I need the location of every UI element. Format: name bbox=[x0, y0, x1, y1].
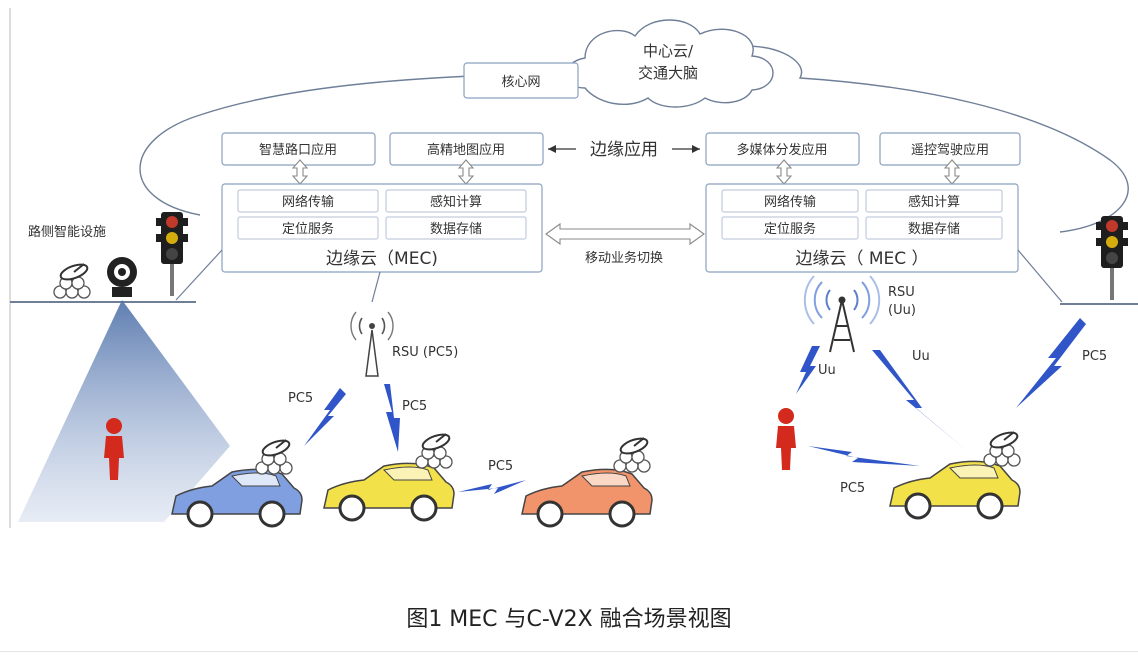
rsu-left-label: RSU (PC5) bbox=[392, 345, 458, 360]
bolt-traffic-light-car bbox=[1016, 318, 1086, 408]
app-multimedia-label: 多媒体分发应用 bbox=[736, 142, 827, 158]
bottom-divider bbox=[0, 651, 1138, 652]
mec-left-positioning-box bbox=[237, 216, 379, 240]
mec-left-network: 网络传输 bbox=[282, 194, 334, 210]
mec-right-sensing-box bbox=[865, 189, 1003, 213]
roadside-sensor-icon bbox=[53, 260, 91, 299]
traffic-light-right-icon bbox=[1096, 216, 1128, 300]
car-yellow-2-icon bbox=[889, 460, 1021, 520]
figure-caption: 图1 MEC 与C-V2X 融合场景视图 bbox=[406, 607, 732, 632]
pc5-label-3: PC5 bbox=[488, 459, 513, 474]
bolt-rsu-yellow-car bbox=[384, 384, 400, 452]
car-orange-icon bbox=[521, 468, 653, 528]
pc5-label-2: PC5 bbox=[402, 399, 427, 414]
uu-label-2: Uu bbox=[912, 349, 930, 364]
central-cloud-line1: 中心云/ bbox=[643, 42, 694, 60]
mec-left-network-box bbox=[237, 189, 379, 213]
rsu-right-icon bbox=[803, 275, 881, 353]
rsu-right-label-line1: RSU bbox=[888, 285, 915, 300]
app-remote-driving-label: 遥控驾驶应用 bbox=[911, 142, 989, 158]
uu-label-1: Uu bbox=[818, 363, 836, 378]
person-right-icon bbox=[776, 408, 796, 470]
mec-right-positioning-box bbox=[721, 216, 859, 240]
pc5-label-5: PC5 bbox=[840, 481, 865, 496]
mec-left-title: 边缘云（MEC) bbox=[326, 249, 438, 269]
app-hd-map-label: 高精地图应用 bbox=[427, 142, 505, 158]
mec-right-title: 边缘云（ MEC ） bbox=[795, 249, 928, 269]
pc5-label-1: PC5 bbox=[288, 391, 313, 406]
person-left-icon bbox=[104, 418, 124, 480]
app-to-mec-arrows bbox=[291, 159, 961, 185]
car-yellow-2-sensor-icon bbox=[983, 428, 1021, 467]
edge-apps-label: 边缘应用 bbox=[590, 140, 658, 160]
camera-view-cone bbox=[18, 300, 230, 522]
roadside-facility-label: 路侧智能设施 bbox=[28, 224, 106, 240]
bolt-car-to-car bbox=[458, 480, 526, 494]
mec-left-link-roadside bbox=[175, 249, 223, 301]
core-network-box bbox=[463, 62, 579, 99]
car-yellow-1-icon bbox=[323, 462, 455, 522]
service-switch-arrow bbox=[545, 222, 705, 246]
mec-left-positioning: 定位服务 bbox=[282, 221, 334, 237]
service-switch-label: 移动业务切换 bbox=[585, 250, 663, 266]
car-yellow-1-sensor-icon bbox=[415, 430, 453, 469]
mec-right-network-box bbox=[721, 189, 859, 213]
mec-right-storage: 数据存储 bbox=[908, 222, 960, 237]
core-network-label: 核心网 bbox=[501, 75, 540, 90]
app-smart-intersection-label: 智慧路口应用 bbox=[259, 142, 337, 158]
roadside-camera-icon bbox=[107, 257, 137, 297]
bolt-rsu-blue-car bbox=[304, 388, 346, 446]
central-cloud-line2: 交通大脑 bbox=[638, 64, 698, 82]
mec-right-network: 网络传输 bbox=[764, 194, 816, 210]
mec-left-sensing-box bbox=[385, 189, 527, 213]
bolt-rsu-right-person bbox=[796, 346, 820, 394]
mec-left-storage: 数据存储 bbox=[430, 222, 482, 237]
edge-apps-arrowhead-right bbox=[692, 145, 700, 153]
traffic-light-left-icon bbox=[156, 212, 188, 296]
rsu-right-label-line2: (Uu) bbox=[888, 303, 916, 318]
pc5-label-4: PC5 bbox=[1082, 349, 1107, 364]
rsu-left-icon bbox=[350, 311, 394, 377]
car-blue-icon bbox=[171, 468, 303, 528]
mec-right-link-roadside bbox=[1017, 249, 1063, 303]
edge-apps-arrowhead-left bbox=[548, 145, 556, 153]
mec-right-positioning: 定位服务 bbox=[764, 221, 816, 237]
bolt-person-car bbox=[808, 446, 920, 466]
car-orange-sensor-icon bbox=[613, 434, 651, 473]
central-cloud-shape bbox=[565, 19, 774, 108]
car-blue-sensor-icon bbox=[255, 436, 293, 475]
mec-left-storage-box bbox=[385, 216, 527, 240]
mec-left-link-rsu bbox=[371, 271, 381, 303]
mec-right-sensing: 感知计算 bbox=[908, 194, 960, 210]
mec-left-sensing: 感知计算 bbox=[430, 194, 482, 210]
bolt-rsu-right-car bbox=[872, 350, 966, 450]
mec-right-storage-box bbox=[865, 216, 1003, 240]
